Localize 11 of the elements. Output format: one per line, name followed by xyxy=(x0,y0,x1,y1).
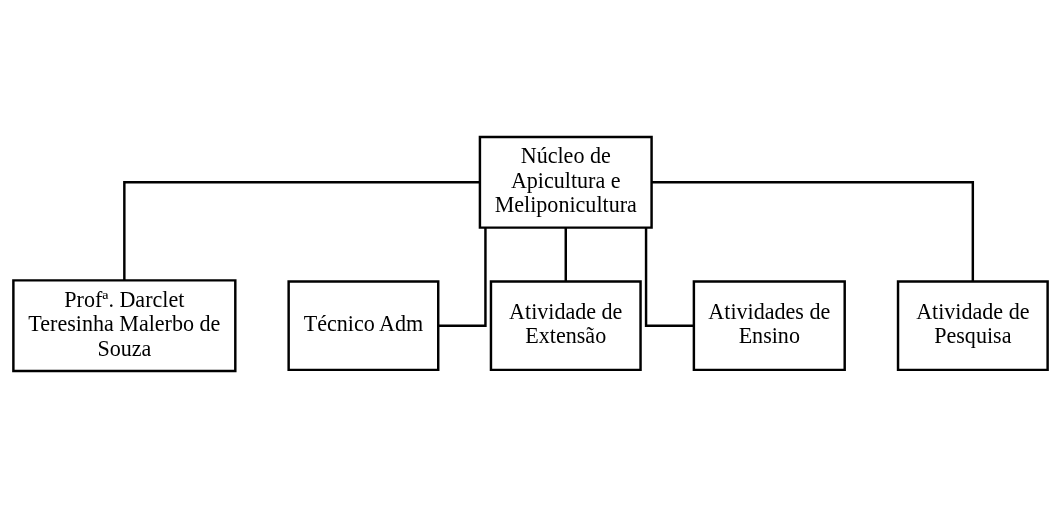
connector xyxy=(123,181,480,281)
node-box: Técnico Adm xyxy=(287,280,440,372)
connector xyxy=(651,181,975,282)
node-box: Atividades de Ensino xyxy=(692,280,846,372)
node-box: Atividade de Extensão xyxy=(489,280,642,372)
connector xyxy=(564,227,567,282)
connector xyxy=(644,227,694,327)
node-box: Profª. Darclet Teresinha Malerbo de Souza xyxy=(12,279,237,373)
connector xyxy=(438,227,487,327)
node-box: Atividade de Pesquisa xyxy=(896,280,1049,372)
node-box: Núcleo de Apicultura e Meliponicultura xyxy=(478,135,653,229)
